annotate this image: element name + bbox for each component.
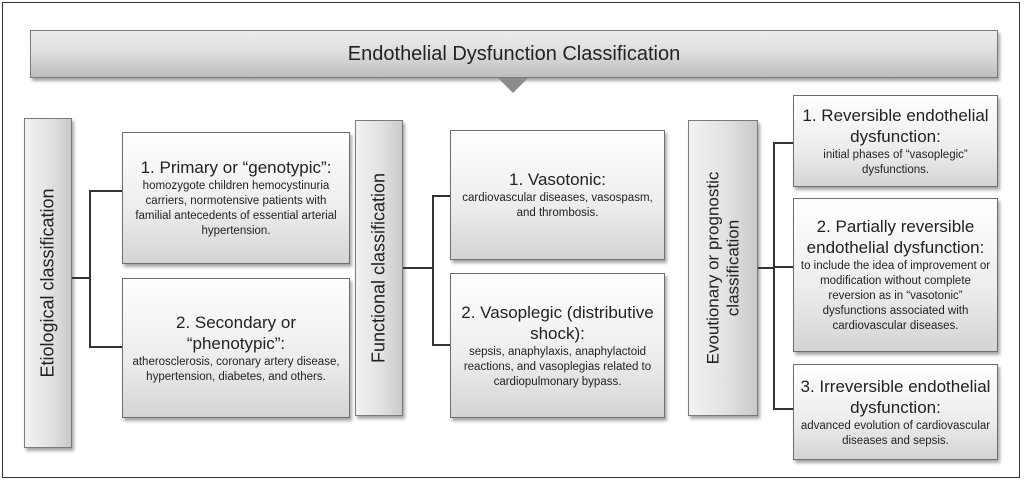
evolutionary-item-partially-reversible: 2. Partially reversible endothelial dysf… [793, 198, 998, 352]
evolutionary-item-irreversible: 3. Irreversible endothelial dysfunction:… [793, 364, 998, 460]
item-description: advanced evolution of cardiovascular dis… [800, 419, 991, 447]
item-description: homozygote children hemocystinuria carri… [135, 180, 337, 237]
connector-line [89, 346, 122, 348]
connector-line [773, 142, 793, 144]
item-description: sepsis, anaphylaxis, anaphylactoid react… [463, 345, 652, 388]
item-description: atherosclerosis, coronary artery disease… [132, 355, 340, 383]
connector-line [758, 267, 774, 269]
functional-label: Functional classification [368, 172, 389, 364]
connector-line [403, 267, 433, 269]
item-description: cardiovascular diseases, vasospasm, and … [462, 192, 653, 219]
functional-item-vasotonic: 1. Vasotonic: cardiovascular diseases, v… [450, 130, 665, 260]
item-title: 1. Vasotonic: [508, 170, 607, 189]
item-description: initial phases of “vasoplegic” dysfuncti… [823, 148, 968, 176]
item-title: 3. Irreversible endothelial dysfunction: [800, 376, 991, 417]
connector-line [773, 142, 775, 410]
etiological-item-primary: 1. Primary or “genotypic”: homozygote ch… [122, 132, 350, 264]
etiological-category: Etiological classification [24, 118, 72, 448]
connector-line [89, 190, 91, 347]
evolutionary-label-line1: Evoutionary or prognostic [703, 171, 723, 365]
item-title: 2. Partially reversible endothelial dysf… [806, 217, 985, 257]
connector-line [432, 195, 434, 345]
evolutionary-category: Evoutionary or prognostic classification [688, 120, 758, 416]
item-title: 1. Reversible endothelial dysfunction: [802, 105, 989, 146]
connector-line [432, 344, 450, 346]
connector-line [432, 195, 450, 197]
connector-line [89, 190, 122, 192]
item-title: 2. Vasoplegic (distributive shock): [461, 302, 654, 343]
etiological-label: Etiological classification [37, 188, 58, 378]
evolutionary-label: Evoutionary or prognostic classification [703, 172, 742, 365]
item-title: 2. Secondary or “phenotypic”: [175, 312, 296, 353]
functional-item-vasoplegic: 2. Vasoplegic (distributive shock): seps… [450, 273, 665, 418]
connector-line [773, 266, 793, 268]
down-arrow-icon [498, 78, 528, 93]
item-description: to include the idea of improvement or mo… [800, 260, 991, 332]
evolutionary-label-line2: classification [723, 219, 742, 317]
connector-line [773, 408, 793, 410]
evolutionary-item-reversible: 1. Reversible endothelial dysfunction: i… [793, 95, 998, 187]
diagram-title: Endothelial Dysfunction Classification [30, 30, 998, 78]
item-title: 1. Primary or “genotypic”: [140, 158, 332, 177]
connector-line [72, 277, 90, 279]
etiological-item-secondary: 2. Secondary or “phenotypic”: atheroscle… [122, 278, 350, 418]
functional-category: Functional classification [355, 120, 403, 416]
